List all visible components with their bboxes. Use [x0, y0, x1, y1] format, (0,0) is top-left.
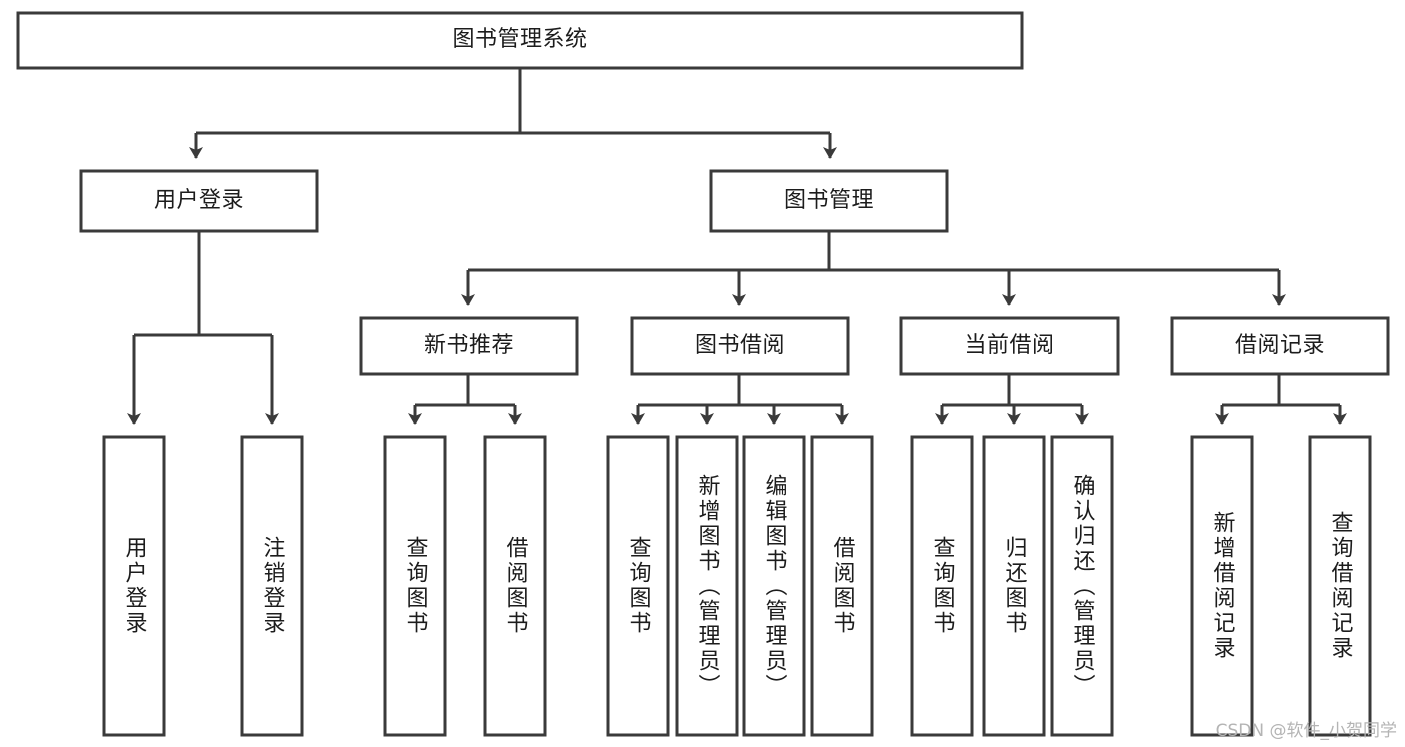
node-user-login[interactable]	[79, 169, 319, 233]
node-leaf-borrow-book-2[interactable]	[810, 435, 874, 737]
node-leaf-query-book-3[interactable]	[910, 435, 974, 737]
node-current-borrow[interactable]	[899, 316, 1120, 376]
node-leaf-add-borrow-record[interactable]	[1190, 435, 1254, 737]
node-leaf-confirm-return-admin[interactable]	[1050, 435, 1114, 737]
node-borrow-record[interactable]	[1170, 316, 1390, 376]
node-leaf-return-book[interactable]	[982, 435, 1046, 737]
node-leaf-add-book-admin[interactable]	[675, 435, 739, 737]
node-leaf-edit-book-admin[interactable]	[742, 435, 806, 737]
node-new-book-recommend[interactable]	[359, 316, 579, 376]
node-book-borrow[interactable]	[630, 316, 850, 376]
csdn-watermark: CSDN @软件_小贺同学	[1215, 721, 1397, 741]
node-root[interactable]	[16, 11, 1024, 70]
node-leaf-query-borrow-record[interactable]	[1308, 435, 1372, 737]
node-leaf-borrow-book-1[interactable]	[483, 435, 547, 737]
node-book-manage[interactable]	[709, 169, 949, 233]
node-leaf-logout[interactable]	[240, 435, 304, 737]
node-leaf-user-login[interactable]	[102, 435, 166, 737]
node-leaf-query-book-2[interactable]	[606, 435, 670, 737]
node-leaf-query-book-1[interactable]	[383, 435, 447, 737]
